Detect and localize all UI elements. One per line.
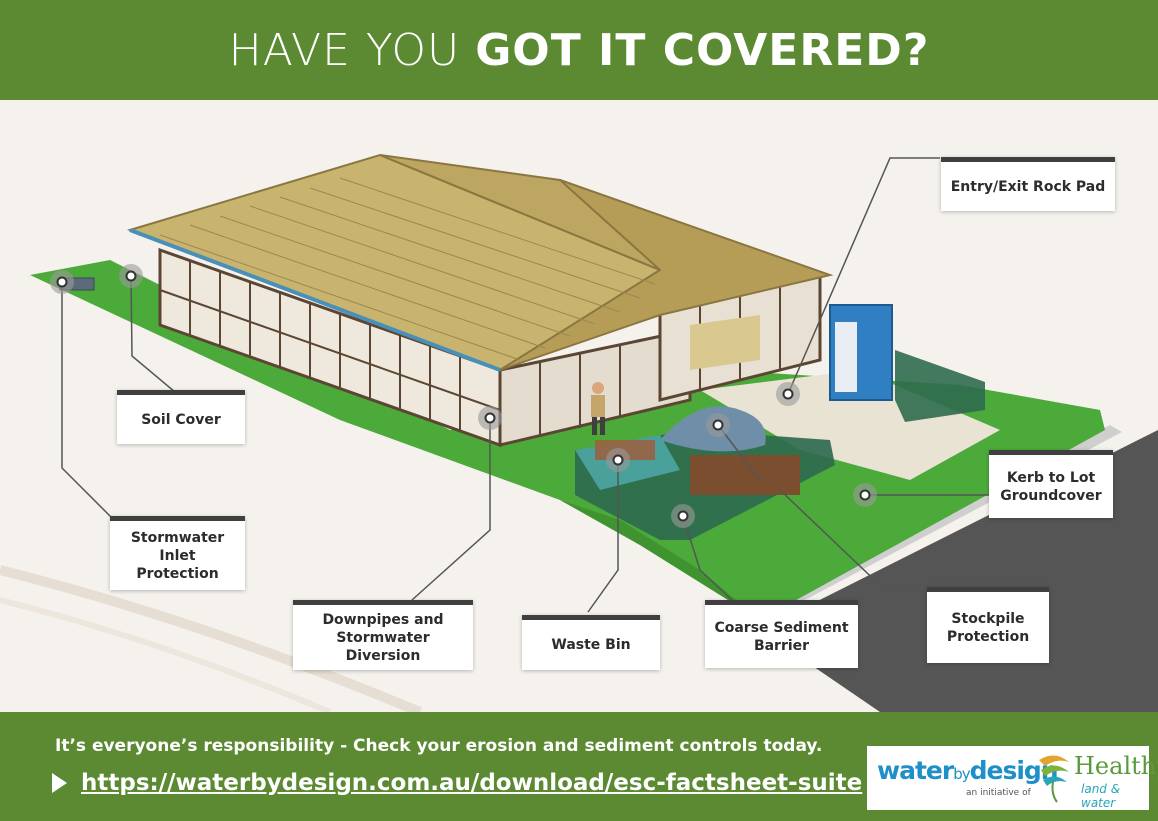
marker-icon [712, 419, 724, 431]
logo-land-water: land & water [1081, 782, 1121, 810]
tagline: It’s everyone’s responsibility - Check y… [55, 736, 823, 756]
marker-icon [859, 489, 871, 501]
water-by-design-logo: waterbydesign [877, 756, 1059, 785]
logo-panel: waterbydesign an initiative of Healthy l… [867, 746, 1158, 810]
rock-pad [700, 370, 1000, 480]
callout-entry-exit: Entry/Exit Rock Pad [941, 157, 1115, 211]
logo-healthy: Healthy [1074, 752, 1158, 780]
roof-wing [499, 179, 834, 371]
callout-stockpile: Stockpile Protection [927, 587, 1049, 663]
marker-icon [484, 412, 496, 424]
lawn [30, 260, 1105, 620]
wall-frame [159, 260, 781, 437]
worker-body [591, 395, 605, 417]
house-illustration [0, 153, 1158, 712]
timber-pile [690, 455, 800, 495]
page-title: HAVE YOU GOT IT COVERED? [229, 25, 930, 76]
worker-head [592, 382, 604, 394]
callout-downpipes: Downpipes and Stormwater Diversion [293, 600, 473, 670]
factsheet-link[interactable]: https://waterbydesign.com.au/download/es… [81, 770, 863, 796]
rear-fence [895, 350, 985, 422]
callout-soil-cover: Soil Cover [117, 390, 245, 444]
marker-icon [125, 270, 137, 282]
title-light: HAVE YOU [228, 24, 476, 76]
title-bold: GOT IT COVERED? [475, 24, 930, 76]
worker-leg-2 [600, 417, 605, 435]
marker-icon [612, 454, 624, 466]
timber-stack [690, 315, 760, 370]
callout-stormwater-inlet: Stormwater Inlet Protection [110, 516, 245, 590]
callout-coarse-sediment: Coarse Sediment Barrier [705, 600, 858, 668]
roof-tiles [159, 177, 656, 361]
header-banner: HAVE YOU GOT IT COVERED? [0, 0, 1158, 100]
markers [50, 264, 877, 528]
worker-leg [592, 417, 597, 435]
initiative-text: an initiative of [966, 788, 1031, 798]
callout-waste-bin: Waste Bin [522, 615, 660, 670]
marker-icon [677, 510, 689, 522]
background-swoosh [0, 565, 422, 712]
gutter [129, 228, 501, 372]
footer-banner: It’s everyone’s responsibility - Check y… [0, 712, 1158, 821]
logo-by: by [953, 765, 970, 783]
logo-water: water [877, 756, 954, 785]
link-row: https://waterbydesign.com.au/download/es… [52, 770, 862, 796]
toilet-door [835, 322, 857, 392]
callout-kerb-groundcover: Kerb to Lot Groundcover [989, 450, 1113, 518]
illustration-area: Entry/Exit Rock Pad Soil Cover Kerb to L… [0, 100, 1158, 712]
marker-icon [56, 276, 68, 288]
healthy-land-water-icon [1039, 755, 1069, 803]
play-icon [52, 773, 67, 793]
background-swoosh-2 [0, 597, 332, 712]
marker-icon [782, 388, 794, 400]
